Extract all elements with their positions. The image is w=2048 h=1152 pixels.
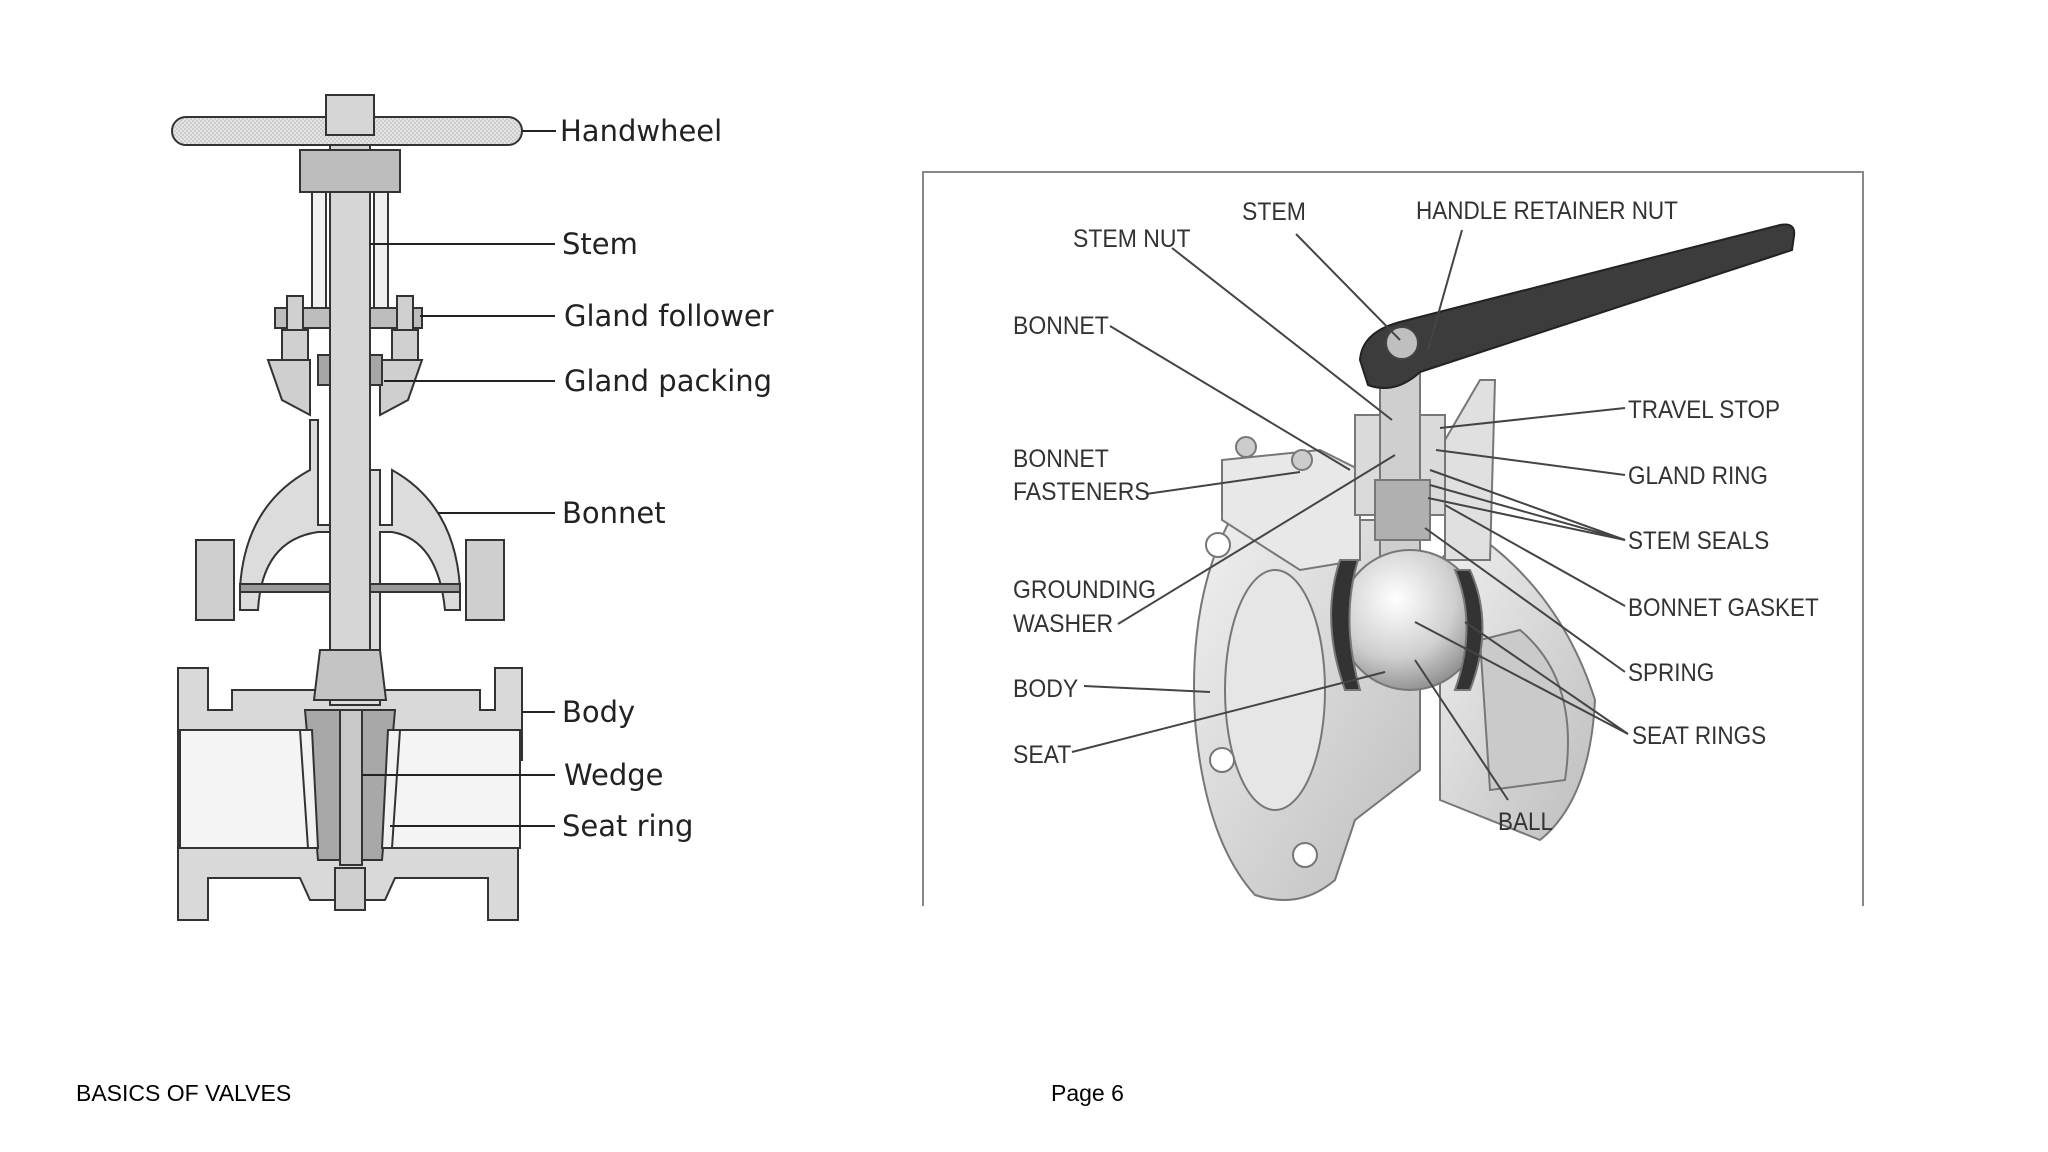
footer-page-number: Page 6: [1051, 1080, 1124, 1106]
label-handle-retainer-nut: HANDLE RETAINER NUT: [1416, 197, 1678, 225]
label-bonnet: Bonnet: [562, 496, 666, 530]
label-grounding-washer-line1: GROUNDING: [1013, 576, 1156, 604]
label-grounding-washer-line2: WASHER: [1013, 610, 1113, 638]
gate-seat-ring: [298, 729, 320, 849]
label-stem-nut: STEM NUT: [1073, 225, 1191, 253]
label-bonnet-gasket: BONNET GASKET: [1628, 594, 1819, 622]
label-gland-ring: GLAND RING: [1628, 462, 1768, 490]
ball-figure-frame: [922, 171, 1864, 906]
label-spring: SPRING: [1628, 659, 1714, 687]
label-seat: SEAT: [1013, 741, 1072, 769]
label-ball-body: BODY: [1013, 675, 1078, 703]
ball-handle: [1358, 223, 1796, 389]
gate-valve-diagram: Handwheel Stem Gland follower Gland pack…: [171, 94, 774, 921]
label-stem-seals: STEM SEALS: [1628, 527, 1769, 555]
label-gland-packing: Gland packing: [564, 364, 772, 398]
ball-labels: STEM NUT STEM HANDLE RETAINER NUT BONNET…: [1013, 197, 1819, 836]
label-ball-stem: STEM: [1242, 198, 1306, 226]
label-travel-stop: TRAVEL STOP: [1628, 396, 1780, 424]
label-seat-rings: SEAT RINGS: [1632, 722, 1766, 750]
ball-valve-diagram: STEM NUT STEM HANDLE RETAINER NUT BONNET…: [922, 171, 1864, 906]
label-seat-ring: Seat ring: [562, 809, 693, 843]
ball-seat-ring: [1330, 559, 1362, 691]
label-body: Body: [562, 695, 635, 729]
label-ball-bonnet: BONNET: [1013, 312, 1109, 340]
label-gland-follower: Gland follower: [564, 299, 774, 333]
footer-document-title: BASICS OF VALVES: [76, 1080, 292, 1106]
label-bonnet-fasteners-line2: FASTENERS: [1013, 478, 1150, 506]
label-handwheel: Handwheel: [560, 114, 722, 148]
label-wedge: Wedge: [564, 758, 663, 792]
label-ball: BALL: [1498, 808, 1553, 836]
label-bonnet-fasteners-line1: BONNET: [1013, 445, 1109, 473]
label-stem: Stem: [562, 227, 638, 261]
